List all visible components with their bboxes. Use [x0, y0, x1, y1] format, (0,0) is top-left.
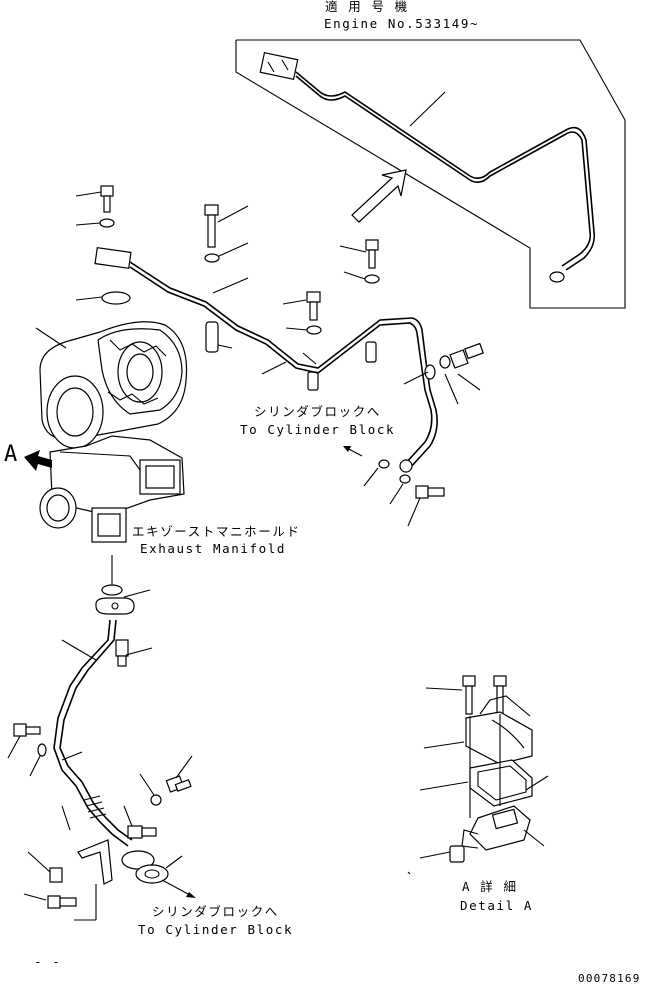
turbocharger [35, 321, 188, 543]
detail-a-jp: A 詳 細 [462, 879, 518, 894]
detail-a [407, 675, 549, 875]
exhaust-manifold-en: Exhaust Manifold [140, 541, 287, 556]
drawing-number: 00078169 [578, 972, 641, 985]
direction-arrow-icon [351, 169, 407, 223]
drain-pipe [53, 555, 196, 921]
to-cylinder-block-upper-jp: シリンダブロックへ [254, 404, 381, 419]
view-arrow-icon [24, 450, 52, 471]
inset-pipe [259, 51, 596, 283]
applicable-engine-number: Engine No.533149~ [324, 16, 480, 31]
oil-pipe-upper [94, 247, 484, 527]
detail-a-en: Detail A [460, 898, 534, 913]
exhaust-manifold-jp: エキゾーストマニホールド [132, 524, 301, 539]
to-cylinder-block-upper-en: To Cylinder Block [240, 422, 396, 437]
page-mark: - - [34, 954, 62, 969]
view-a-label: A [4, 442, 19, 467]
bolt-group-lower [7, 723, 193, 909]
to-cylinder-block-lower-en: To Cylinder Block [138, 922, 294, 937]
applicable-heading: 適 用 号 機 [325, 0, 409, 14]
to-cylinder-block-lower-jp: シリンダブロックへ [152, 904, 279, 919]
bolt-group-upper [75, 185, 380, 391]
inset-frame [235, 39, 626, 309]
